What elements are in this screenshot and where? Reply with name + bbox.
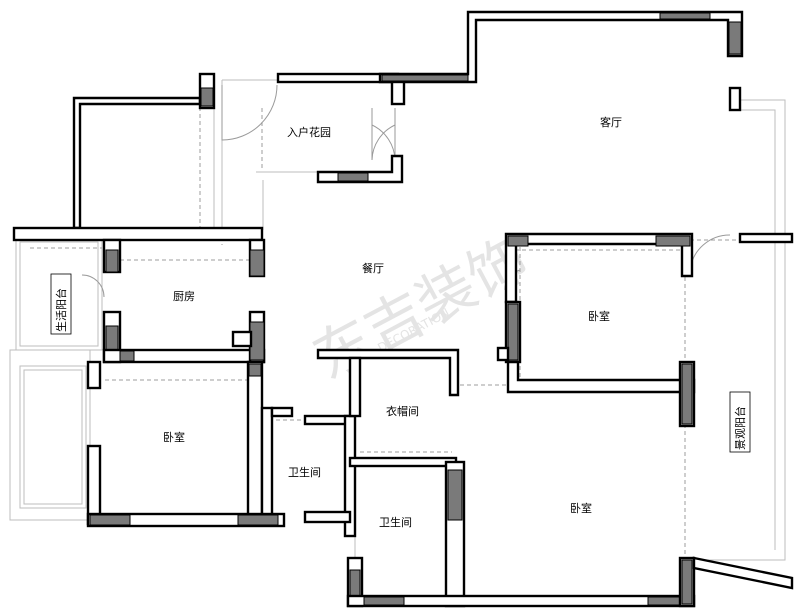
room-view-balcony-label: 景观阳台 xyxy=(733,406,747,450)
label-view-balcony: 景观阳台 xyxy=(729,391,751,453)
watermark-main: 东吉装饰 xyxy=(302,224,539,393)
room-bedroom-west-label: 卧室 xyxy=(163,430,185,444)
label-cloakroom: 衣帽间 xyxy=(386,404,419,418)
label-kitchen: 厨房 xyxy=(173,290,195,303)
room-master-bedroom-label: 卧室 xyxy=(570,501,592,515)
label-bedroom-east: 卧室 xyxy=(588,309,610,323)
label-master-bedroom: 卧室 xyxy=(570,501,592,515)
label-bedroom-west: 卧室 xyxy=(163,430,185,444)
walls xyxy=(12,10,794,608)
room-cloakroom-label: 衣帽间 xyxy=(386,404,419,418)
room-dining-label: 餐厅 xyxy=(362,261,384,275)
label-dining: 餐厅 xyxy=(362,261,384,275)
room-bedroom-east-label: 卧室 xyxy=(588,309,610,323)
label-utility-balcony: 生活阳台 xyxy=(50,273,72,335)
room-bath-east-label: 卫生间 xyxy=(379,515,412,529)
room-kitchen-label: 厨房 xyxy=(173,290,195,303)
label-bath-east: 卫生间 xyxy=(379,515,412,529)
room-living-label: 客厅 xyxy=(600,115,622,129)
door-swings xyxy=(81,84,731,298)
watermark: 东吉装饰 DECORATION xyxy=(302,224,539,393)
room-utility-balcony-label: 生活阳台 xyxy=(54,288,68,332)
label-garden: 入户花园 xyxy=(287,125,331,139)
room-garden-label: 入户花园 xyxy=(287,125,331,139)
room-labels: 入户花园 客厅 餐厅 卧室 厨房 生活阳台 卧室 衣帽间 卫生间 卫生间 xyxy=(50,115,751,529)
room-bath-west-label: 卫生间 xyxy=(288,465,321,479)
label-bath-west: 卫生间 xyxy=(288,465,321,479)
label-living: 客厅 xyxy=(600,115,622,129)
